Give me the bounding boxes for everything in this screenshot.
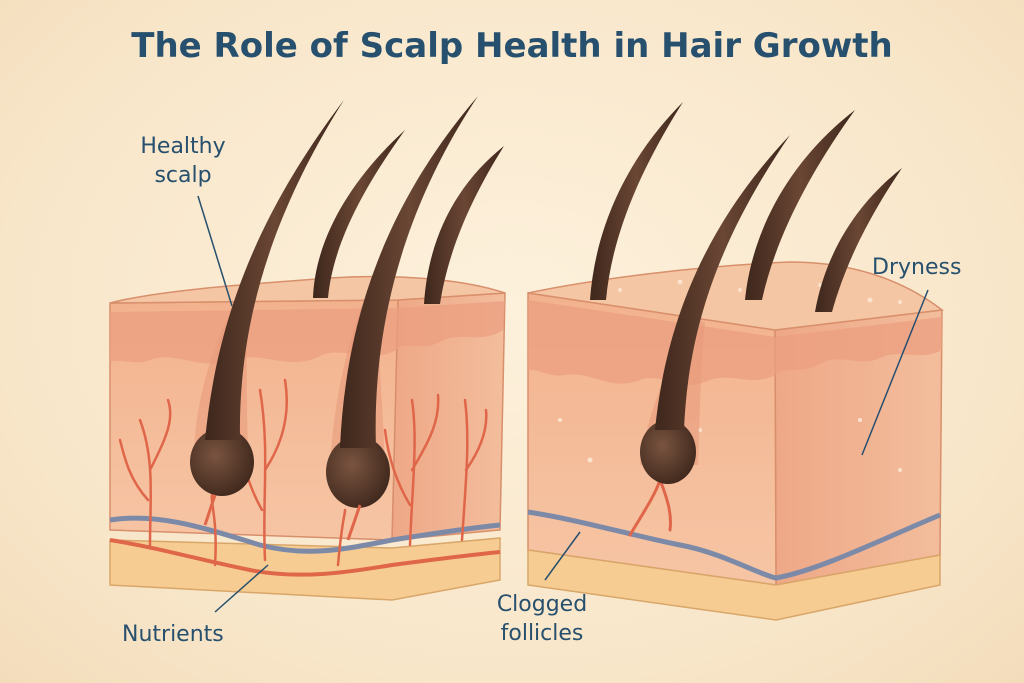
dry-hair-3 <box>745 110 855 300</box>
leader-lines <box>197 195 929 613</box>
healthy-scalp-block <box>109 96 506 601</box>
label-dryness: Dryness <box>872 255 962 280</box>
dry-hair-1 <box>655 135 790 430</box>
label-nutrients: Nutrients <box>122 622 224 647</box>
leader-dryness <box>861 289 929 456</box>
healthy-hair-3 <box>313 130 405 298</box>
dry-fat-layer <box>527 549 941 621</box>
leader-nutrients <box>214 564 269 613</box>
dry-hair-2 <box>590 102 683 300</box>
dry-hair-4 <box>815 168 902 312</box>
dry-flakes <box>558 279 902 472</box>
healthy-nerve <box>109 515 501 554</box>
healthy-fat-layer <box>109 537 501 601</box>
healthy-hair-bulb-2 <box>326 436 390 508</box>
dry-epidermis-front <box>528 300 775 385</box>
dry-vessel <box>628 478 672 537</box>
dry-hair-bulb <box>640 420 696 484</box>
diagram-title: The Role of Scalp Health in Hair Growth <box>131 26 893 66</box>
dry-scalp-block <box>527 102 944 621</box>
label-healthy-line2: scalp <box>154 163 212 188</box>
healthy-hair-2 <box>340 96 478 448</box>
healthy-hair-4 <box>424 146 504 304</box>
leader-clogged-follicles <box>544 531 581 581</box>
label-clogged-line2: follicles <box>500 621 584 646</box>
healthy-hair-1 <box>205 100 344 440</box>
healthy-artery <box>109 538 501 577</box>
dry-nerve <box>527 509 941 581</box>
label-clogged-follicles: Clogged follicles <box>482 590 602 648</box>
healthy-hair-bulb-1 <box>190 428 254 496</box>
label-clogged-line1: Clogged <box>496 592 588 617</box>
label-healthy-line1: Healthy <box>140 134 226 159</box>
leader-healthy-scalp <box>197 195 233 307</box>
label-healthy-scalp: Healthy scalp <box>128 132 238 190</box>
dry-epidermis-side <box>775 317 942 375</box>
healthy-epidermis <box>110 301 505 364</box>
